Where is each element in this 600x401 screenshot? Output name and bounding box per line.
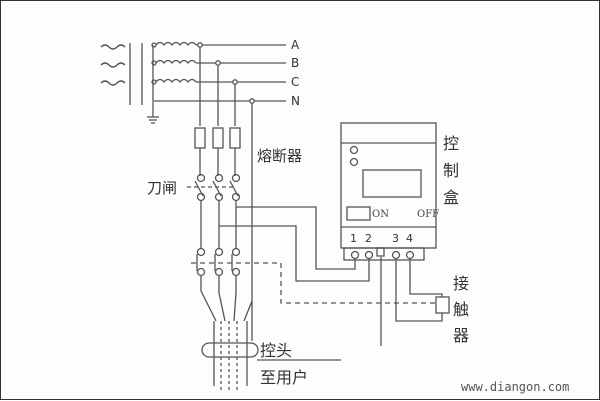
current-transformer-icon (201, 321, 259, 391)
contactor-label-1: 接 (453, 274, 469, 293)
off-label: OFF (417, 209, 439, 220)
contactor-label-3: 器 (453, 326, 469, 345)
contactor-contacts-icon (191, 247, 439, 304)
neutral-label: N (291, 94, 300, 108)
control-box-label-1: 控 (443, 134, 459, 153)
to-user-label: 至用户 (260, 368, 308, 387)
contactor-coil-icon (435, 296, 450, 314)
transformer-primary-icon (100, 43, 143, 105)
fuse-label: 熔断器 (257, 147, 302, 165)
fuse-icon (194, 127, 241, 149)
ct-head-label: 控头 (260, 341, 292, 360)
transformer-secondary-icon (147, 41, 286, 124)
control-box-icon (340, 122, 437, 261)
phase-b-label: B (291, 56, 299, 70)
phase-c-label: C (291, 75, 299, 89)
on-label: ON (372, 209, 389, 220)
control-box-label-3: 盒 (443, 188, 459, 207)
control-box-label-2: 制 (443, 161, 459, 180)
terminal-3: 3 (392, 232, 399, 245)
watermark: www.diangon.com (461, 380, 569, 394)
terminal-1: 1 (350, 232, 357, 245)
contactor-label-2: 触 (453, 300, 469, 319)
terminal-4: 4 (406, 232, 413, 245)
terminal-2: 2 (365, 232, 372, 245)
phase-a-label: A (291, 38, 300, 52)
knife-switch-label: 刀闸 (147, 179, 177, 197)
knife-switch-icon (187, 173, 241, 202)
